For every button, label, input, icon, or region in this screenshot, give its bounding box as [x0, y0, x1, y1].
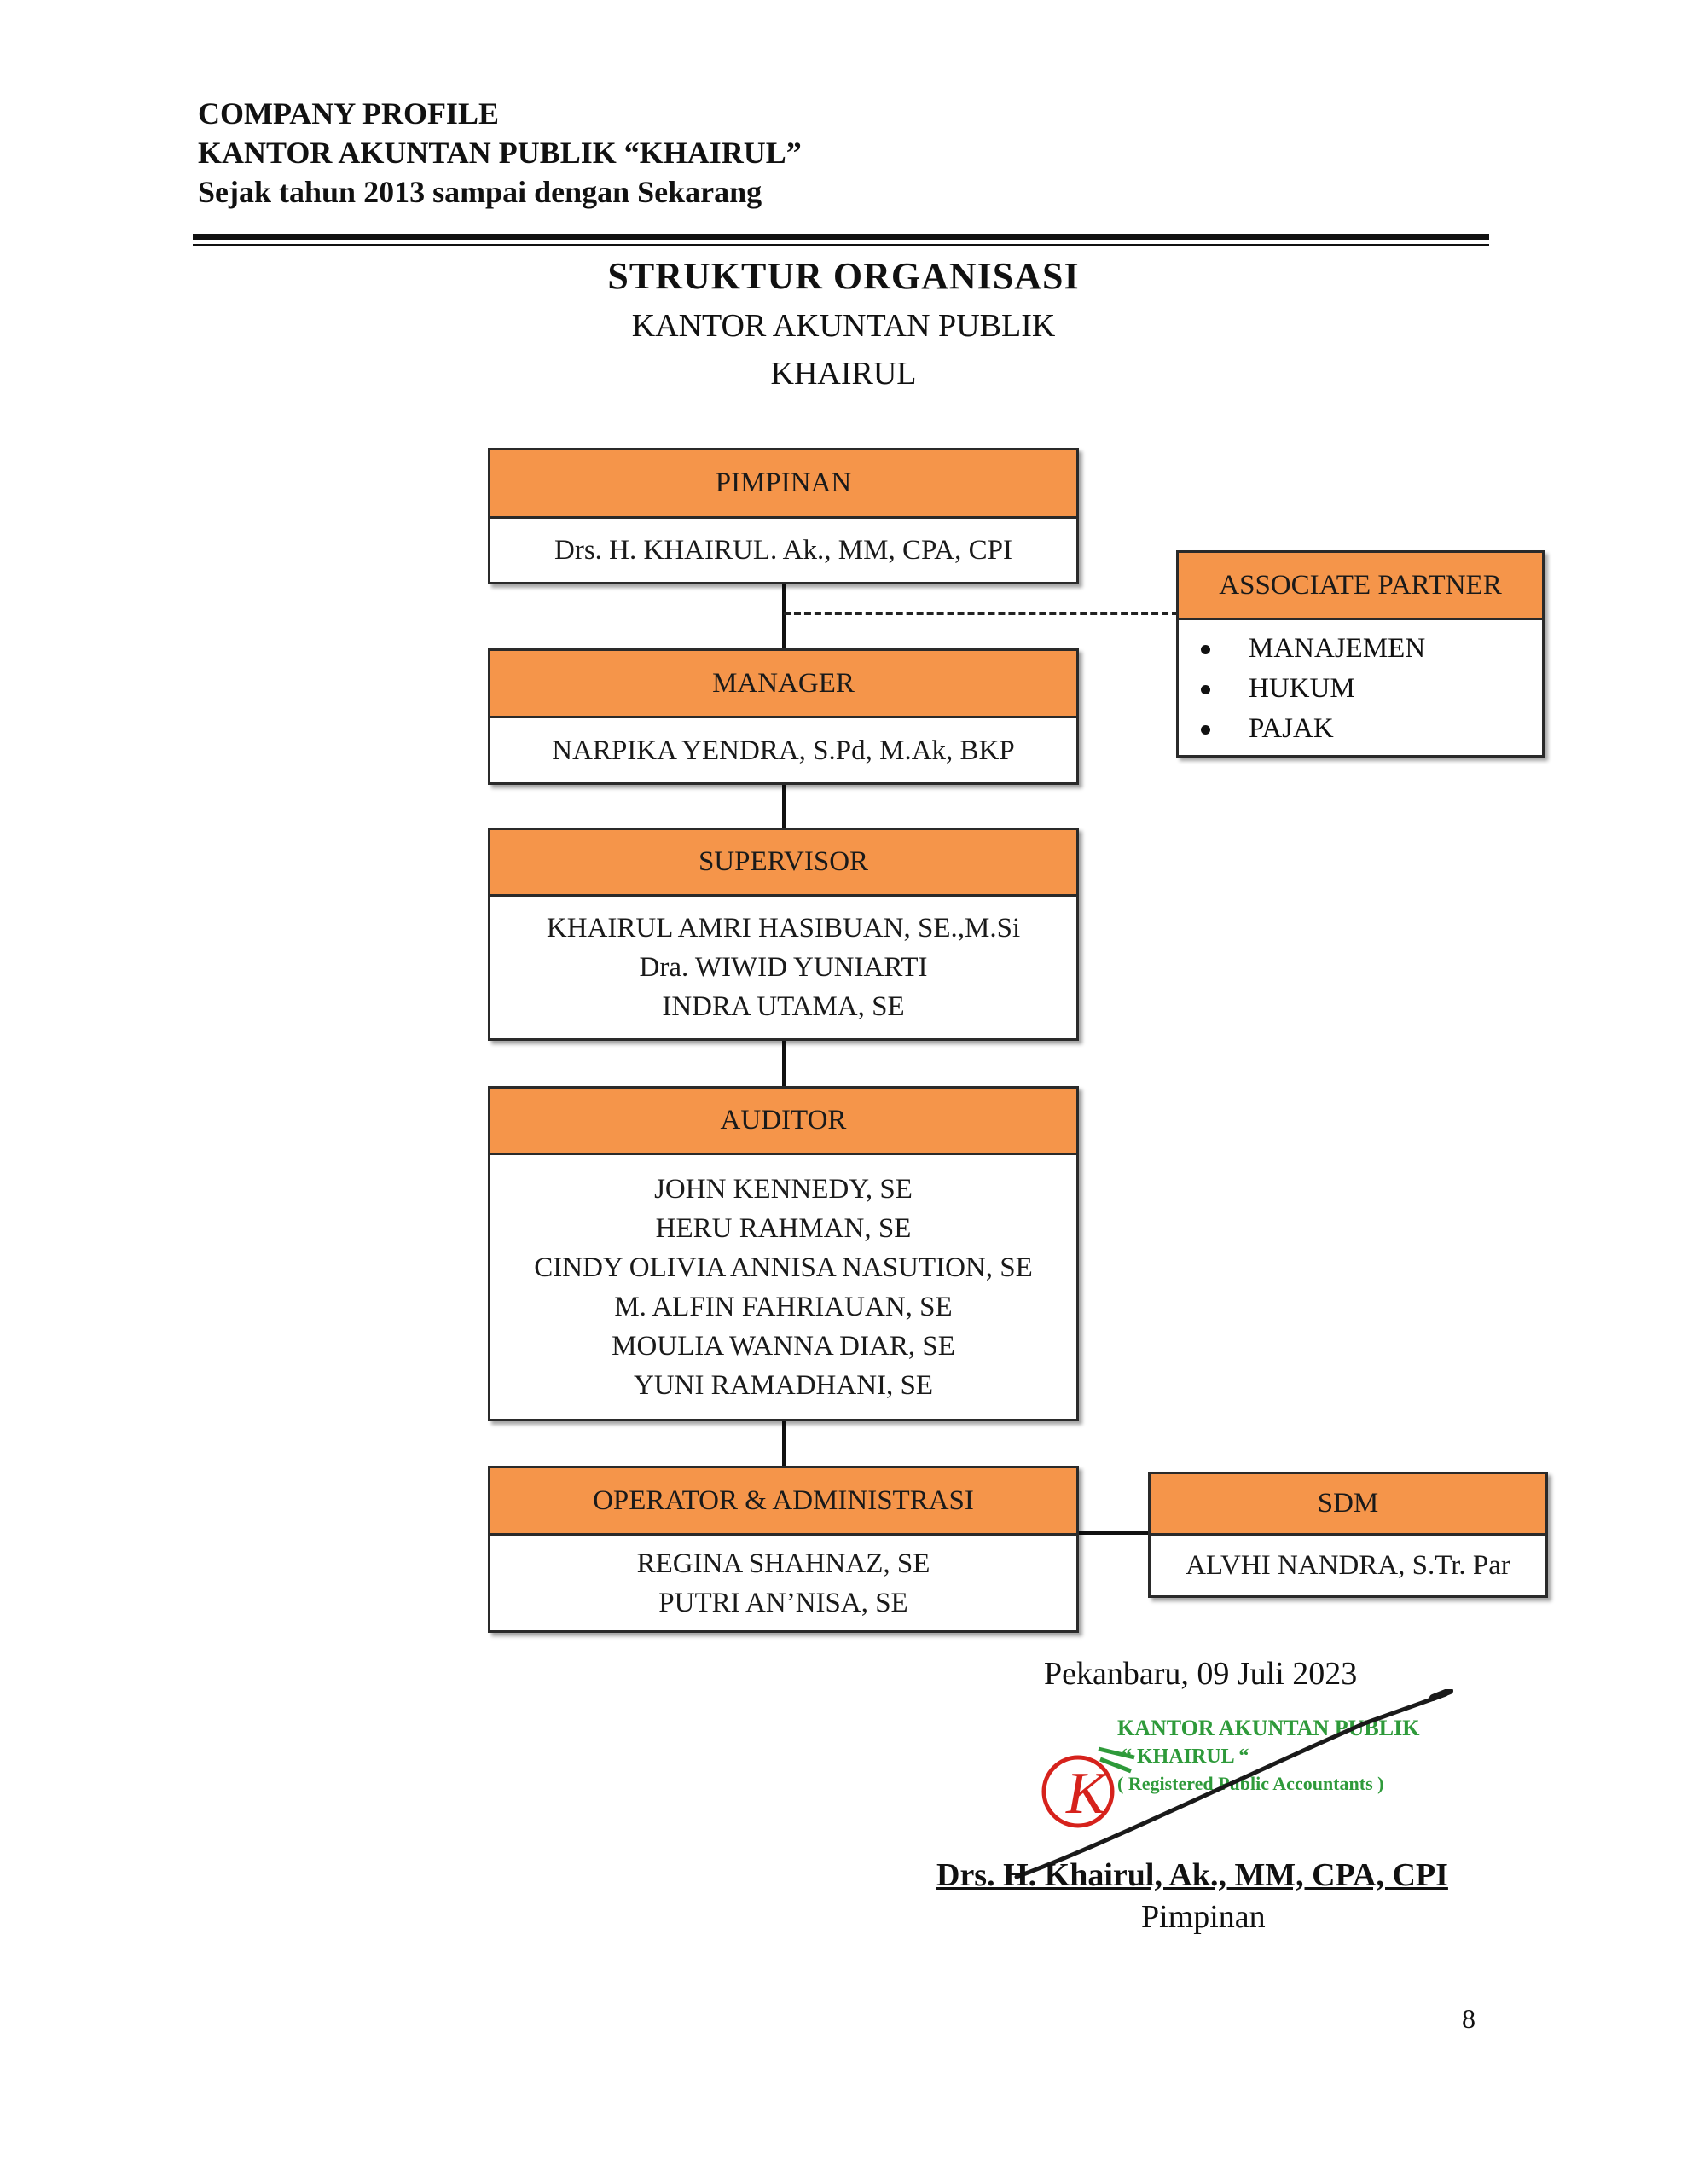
org-box-operator-header: OPERATOR & ADMINISTRASI — [490, 1468, 1076, 1536]
org-box-sdm-header: SDM — [1151, 1474, 1545, 1536]
associate-list: MANAJEMEN HUKUM PAJAK — [1179, 620, 1542, 749]
member-name: MOULIA WANNA DIAR, SE — [612, 1330, 955, 1362]
page-number: 8 — [1462, 2003, 1475, 2034]
member-name: REGINA SHAHNAZ, SE — [636, 1548, 930, 1579]
org-box-operator: OPERATOR & ADMINISTRASI REGINA SHAHNAZ, … — [488, 1466, 1079, 1633]
org-box-sdm: SDM ALVHI NANDRA, S.Tr. Par — [1148, 1472, 1548, 1598]
member-name: KHAIRUL AMRI HASIBUAN, SE.,M.Si — [546, 913, 1021, 944]
bullet-icon — [1201, 685, 1210, 694]
header-company-profile: COMPANY PROFILE — [198, 96, 499, 131]
associate-item: HUKUM — [1179, 669, 1542, 709]
org-box-pimpinan: PIMPINAN Drs. H. KHAIRUL. Ak., MM, CPA, … — [488, 448, 1079, 584]
signer-role: Pimpinan — [1141, 1899, 1266, 1935]
connector-manager-supervisor — [782, 784, 786, 828]
org-box-manager-header: MANAGER — [490, 651, 1076, 718]
svg-text:K: K — [1065, 1761, 1109, 1827]
org-box-pimpinan-body: Drs. H. KHAIRUL. Ak., MM, CPA, CPI — [490, 519, 1076, 582]
org-box-supervisor: SUPERVISOR KHAIRUL AMRI HASIBUAN, SE.,M.… — [488, 828, 1079, 1041]
header-rule-thin — [193, 244, 1489, 246]
org-box-sdm-body: ALVHI NANDRA, S.Tr. Par — [1151, 1536, 1545, 1595]
member-name: INDRA UTAMA, SE — [662, 991, 905, 1022]
org-box-supervisor-header: SUPERVISOR — [490, 830, 1076, 897]
org-box-auditor-header: AUDITOR — [490, 1089, 1076, 1155]
header-firm-name: KANTOR AKUNTAN PUBLIK “KHAIRUL” — [198, 136, 802, 170]
org-box-auditor-body: JOHN KENNEDY, SE HERU RAHMAN, SE CINDY O… — [490, 1155, 1076, 1419]
member-name: Dra. WIWID YUNIARTI — [639, 952, 928, 983]
page-title: STRUKTUR ORGANISASI — [607, 255, 1080, 297]
connector-auditor-operator — [782, 1420, 786, 1467]
bullet-icon — [1201, 725, 1210, 735]
place-date: Pekanbaru, 09 Juli 2023 — [1044, 1656, 1358, 1692]
member-name: JOHN KENNEDY, SE — [654, 1173, 913, 1205]
connector-supervisor-auditor — [782, 1039, 786, 1087]
bullet-icon — [1201, 645, 1210, 654]
org-box-pimpinan-header: PIMPINAN — [490, 450, 1076, 519]
org-box-operator-body: REGINA SHAHNAZ, SE PUTRI AN’NISA, SE — [490, 1536, 1076, 1630]
stamp-logo-icon: K — [1015, 1740, 1135, 1843]
connector-associate-dashed — [784, 612, 1179, 615]
member-name: PUTRI AN’NISA, SE — [658, 1587, 908, 1618]
stamp-line-2: “ KHAIRUL “ — [1122, 1745, 1249, 1768]
associate-item: MANAJEMEN — [1179, 629, 1542, 669]
org-box-manager-body: NARPIKA YENDRA, S.Pd, M.Ak, BKP — [490, 718, 1076, 782]
connector-pimpinan-manager — [782, 582, 786, 650]
org-box-associate-header: ASSOCIATE PARTNER — [1179, 553, 1542, 620]
org-box-supervisor-body: KHAIRUL AMRI HASIBUAN, SE.,M.Si Dra. WIW… — [490, 897, 1076, 1038]
page-subtitle-1: KANTOR AKUNTAN PUBLIK — [631, 308, 1056, 344]
member-name: Drs. H. KHAIRUL. Ak., MM, CPA, CPI — [554, 535, 1012, 566]
signer-name: Drs. H. Khairul, Ak., MM, CPA, CPI — [936, 1857, 1448, 1893]
org-box-associate-partner: ASSOCIATE PARTNER MANAJEMEN HUKUM PAJAK — [1176, 550, 1545, 758]
header-since: Sejak tahun 2013 sampai dengan Sekarang — [198, 175, 762, 209]
org-box-manager: MANAGER NARPIKA YENDRA, S.Pd, M.Ak, BKP — [488, 648, 1079, 785]
member-name: YUNI RAMADHANI, SE — [633, 1369, 934, 1401]
member-name: HERU RAHMAN, SE — [655, 1212, 912, 1244]
connector-operator-sdm — [1077, 1531, 1152, 1535]
member-name: CINDY OLIVIA ANNISA NASUTION, SE — [534, 1252, 1033, 1283]
member-name: M. ALFIN FAHRIAUAN, SE — [614, 1291, 953, 1322]
associate-item: PAJAK — [1179, 709, 1542, 749]
signature-stroke — [1014, 1692, 1448, 1879]
member-name: ALVHI NANDRA, S.Tr. Par — [1186, 1550, 1510, 1581]
header-rule-thick — [193, 234, 1489, 240]
page-subtitle-2: KHAIRUL — [770, 356, 917, 392]
company-stamp: K KANTOR AKUNTAN PUBLIK “ KHAIRUL “ ( Re… — [1014, 1689, 1453, 1879]
org-box-auditor: AUDITOR JOHN KENNEDY, SE HERU RAHMAN, SE… — [488, 1086, 1079, 1421]
member-name: NARPIKA YENDRA, S.Pd, M.Ak, BKP — [552, 735, 1015, 766]
